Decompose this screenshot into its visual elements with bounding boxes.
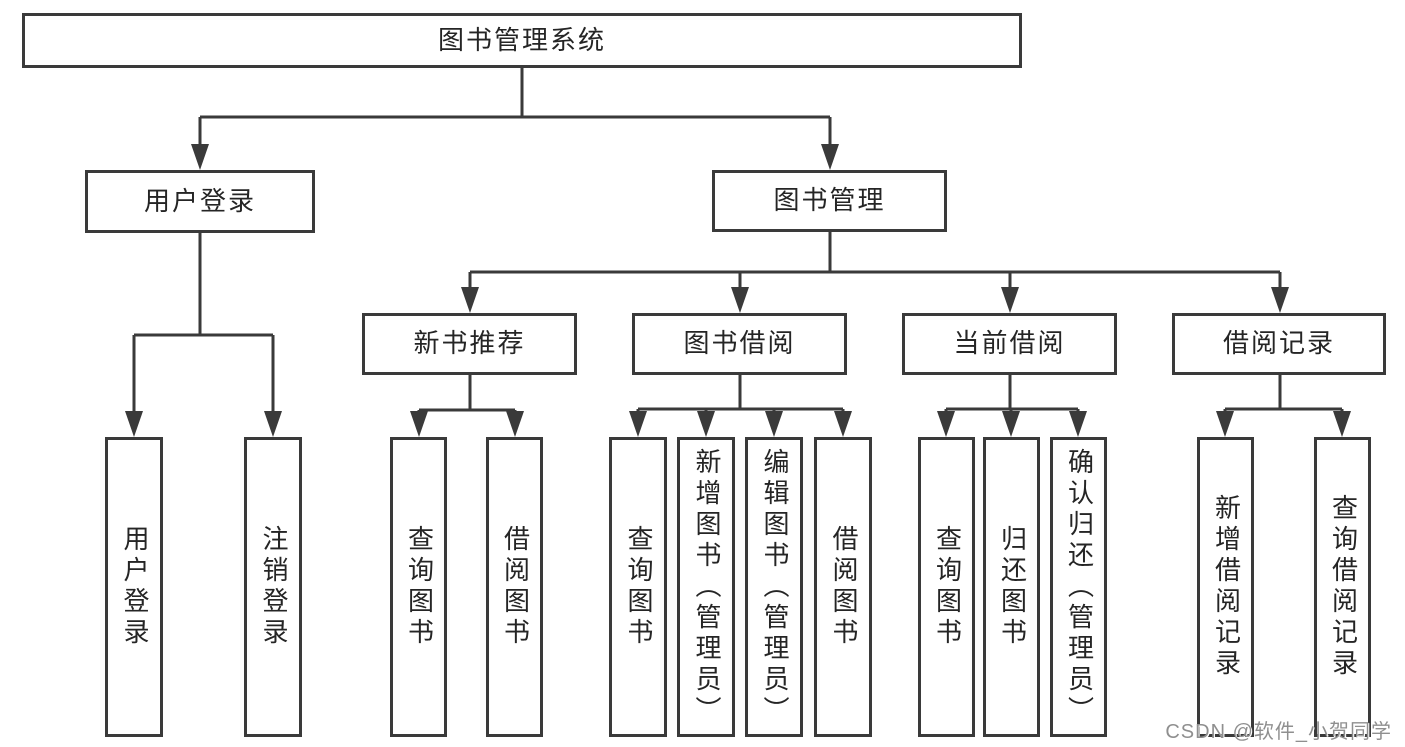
arrow-down-icon bbox=[1002, 411, 1020, 437]
leaf-borrow-query-books: 查询图书 bbox=[609, 437, 667, 737]
arrow-down-icon bbox=[506, 411, 524, 437]
arrow-down-icon bbox=[1069, 411, 1087, 437]
leaf-newbook-borrow-books: 借阅图书 bbox=[486, 437, 543, 737]
node-library-management-system: 图书管理系统 bbox=[22, 13, 1022, 68]
arrow-down-icon bbox=[765, 411, 783, 437]
leaf-newbook-query-books: 查询图书 bbox=[390, 437, 447, 737]
arrowheads bbox=[125, 144, 1351, 437]
leaf-borrow-edit-books-admin: 编辑图书（管理员） bbox=[745, 437, 803, 737]
arrow-down-icon bbox=[937, 411, 955, 437]
node-book-management: 图书管理 bbox=[712, 170, 947, 232]
arrow-down-icon bbox=[1216, 411, 1234, 437]
leaf-record-add-borrow-record: 新增借阅记录 bbox=[1197, 437, 1254, 737]
arrow-down-icon bbox=[1333, 411, 1351, 437]
arrow-down-icon bbox=[629, 411, 647, 437]
arrow-down-icon bbox=[1001, 287, 1019, 313]
leaf-borrow-add-books-admin: 新增图书（管理员） bbox=[677, 437, 735, 737]
arrow-down-icon bbox=[461, 287, 479, 313]
leaf-record-query-borrow-record: 查询借阅记录 bbox=[1314, 437, 1371, 737]
leaf-logout: 注销登录 bbox=[244, 437, 302, 737]
arrow-down-icon bbox=[821, 144, 839, 170]
leaf-current-confirm-return-admin: 确认归还（管理员） bbox=[1050, 437, 1107, 737]
csdn-watermark: CSDN @软件_小贺同学 bbox=[1165, 721, 1392, 743]
leaf-user-login: 用户登录 bbox=[105, 437, 163, 737]
node-current-borrowing: 当前借阅 bbox=[902, 313, 1117, 375]
node-new-book-recommend: 新书推荐 bbox=[362, 313, 577, 375]
node-book-borrowing: 图书借阅 bbox=[632, 313, 847, 375]
arrow-down-icon bbox=[834, 411, 852, 437]
leaf-borrow-borrow-books: 借阅图书 bbox=[814, 437, 872, 737]
arrow-down-icon bbox=[264, 411, 282, 437]
arrow-down-icon bbox=[191, 144, 209, 170]
arrow-down-icon bbox=[125, 411, 143, 437]
arrow-down-icon bbox=[697, 411, 715, 437]
arrow-down-icon bbox=[410, 411, 428, 437]
leaf-current-query-books: 查询图书 bbox=[918, 437, 975, 737]
node-user-login: 用户登录 bbox=[85, 170, 315, 233]
arrow-down-icon bbox=[731, 287, 749, 313]
arrow-down-icon bbox=[1271, 287, 1289, 313]
node-borrowing-records: 借阅记录 bbox=[1172, 313, 1386, 375]
leaf-current-return-books: 归还图书 bbox=[983, 437, 1040, 737]
